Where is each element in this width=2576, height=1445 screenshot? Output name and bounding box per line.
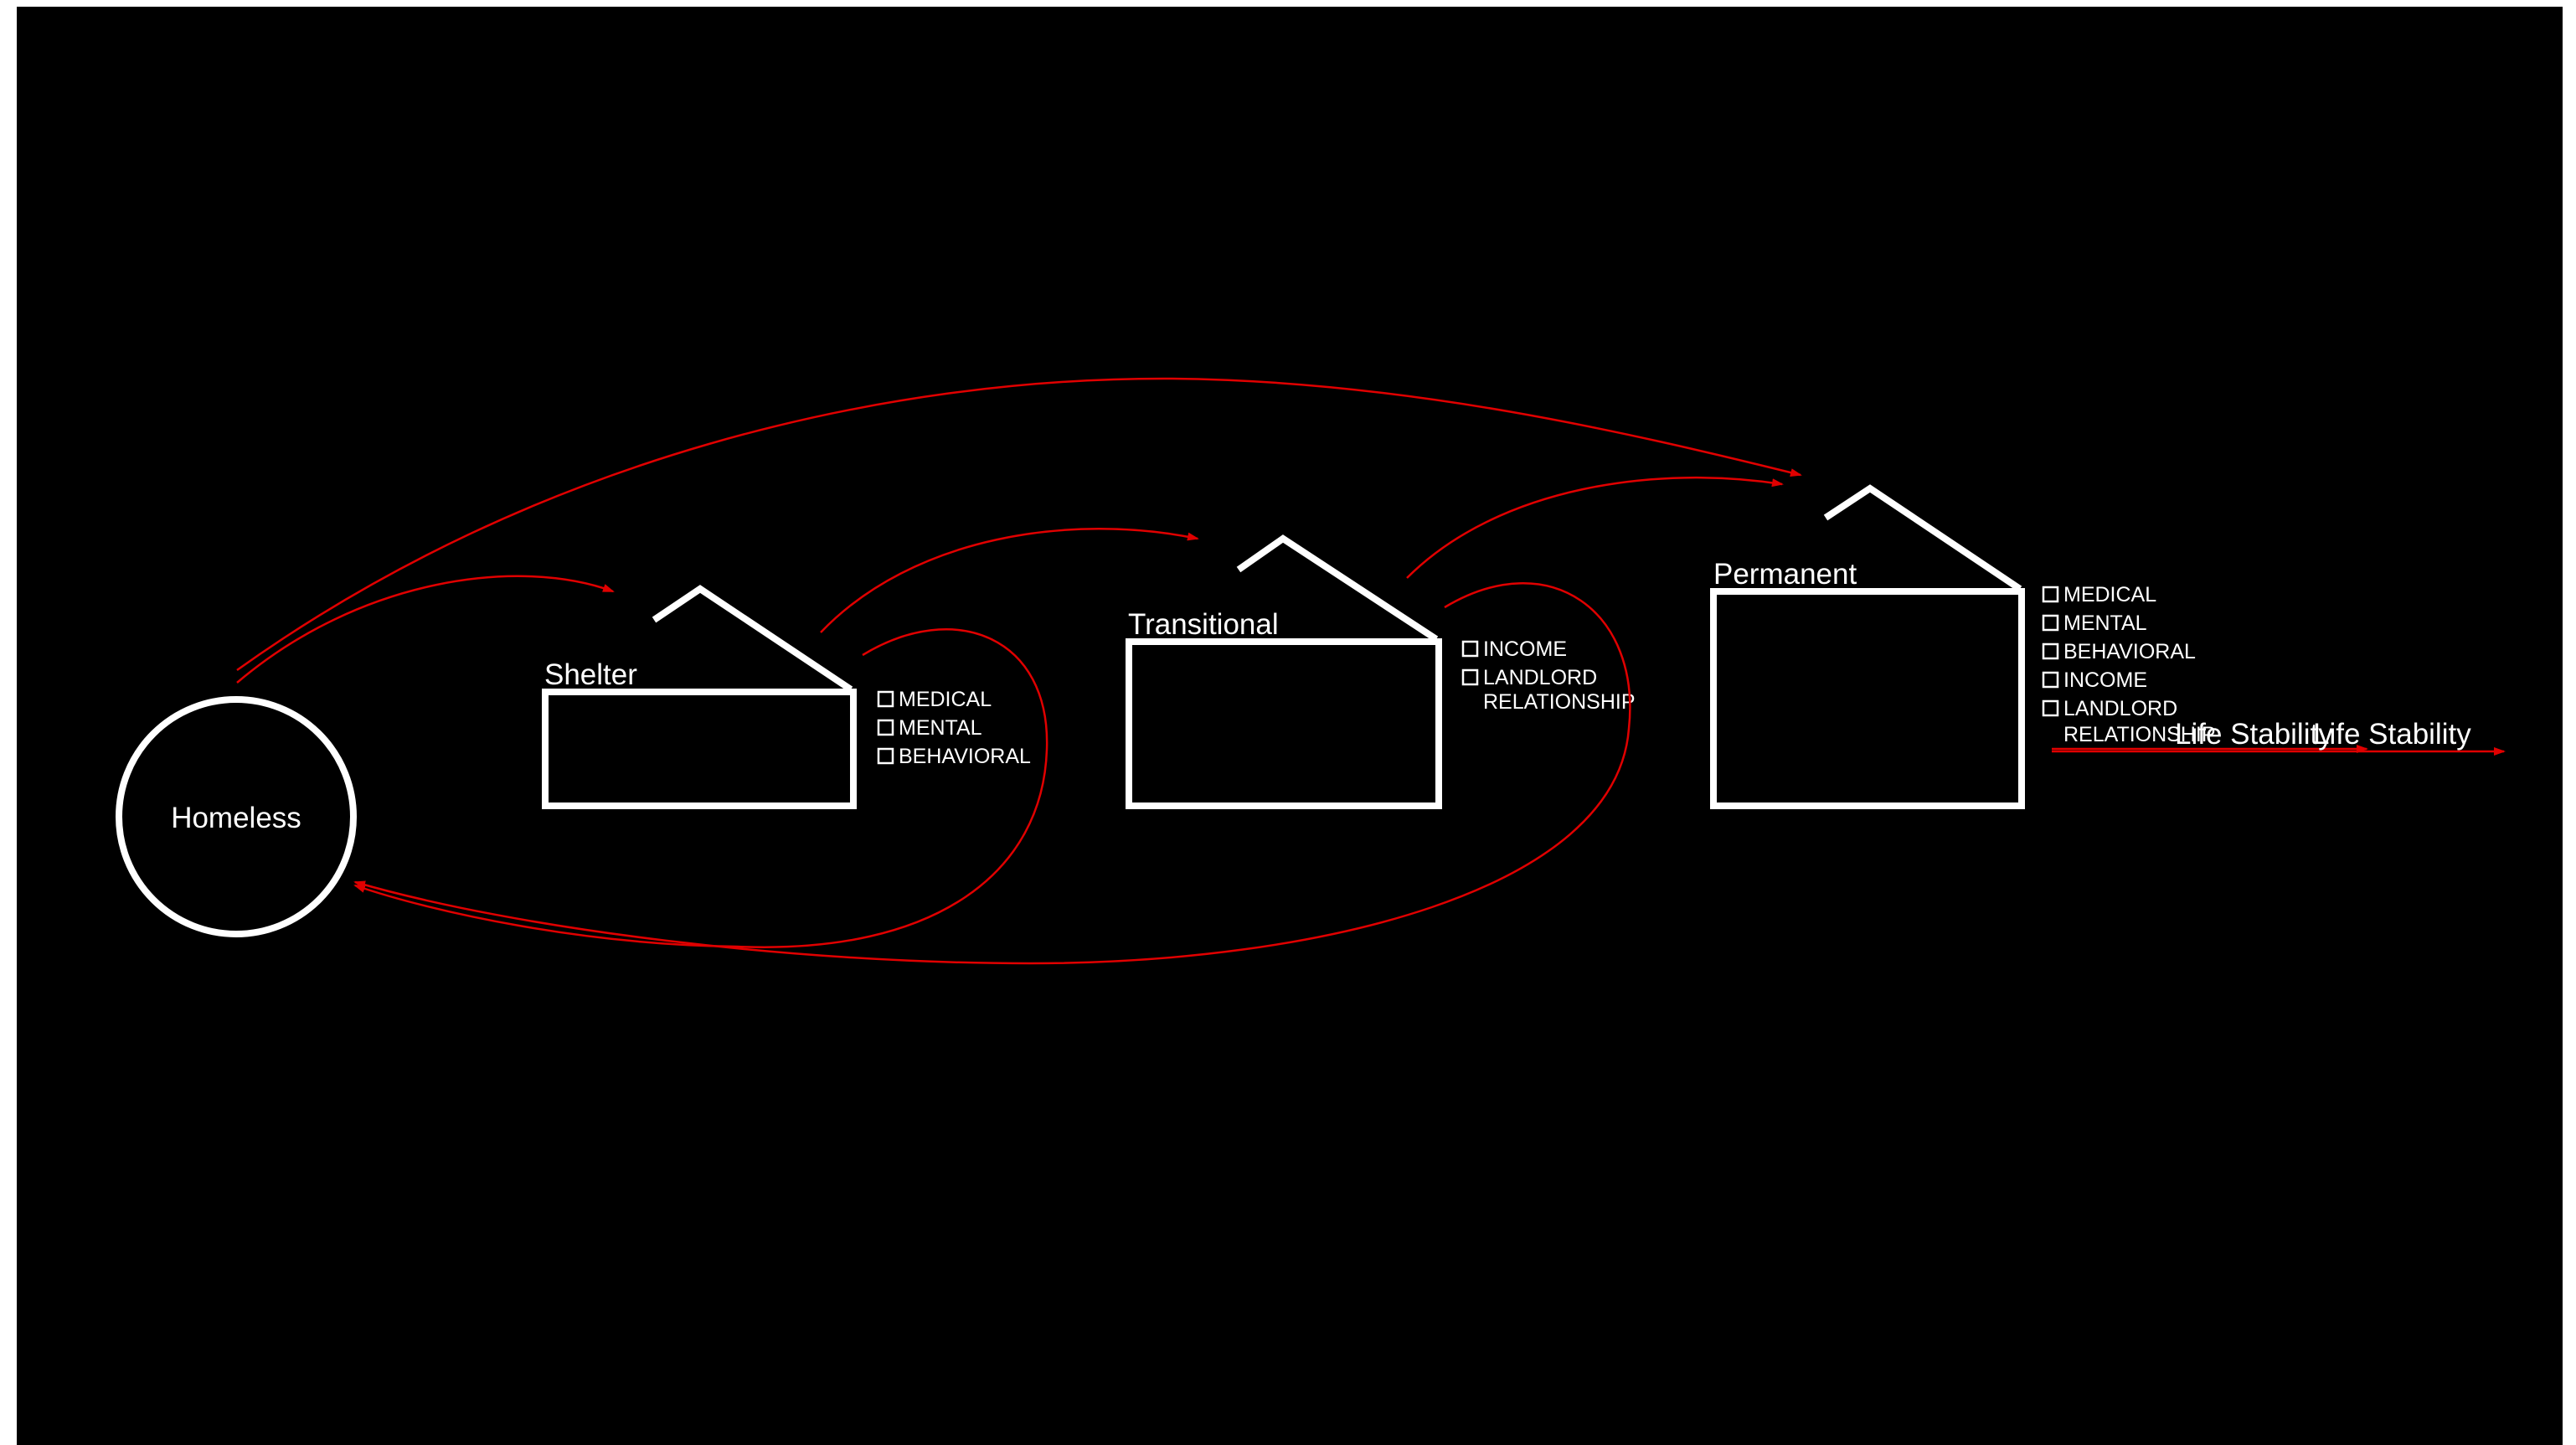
checklist-item: LANDLORD [1483,666,1597,689]
homeless-node [116,696,357,937]
checkbox-icon [877,690,894,708]
checklist-item: MEDICAL [2063,583,2156,606]
checklist-item: INCOME [1483,637,1567,661]
permanent-house-icon [1710,484,2025,809]
arrow-shelter-to-transitional [820,528,1199,633]
checklist-item: BEHAVIORAL [899,745,1031,768]
shelter-house-icon [542,585,857,809]
checklist-item-continued: RELATIONSHIP [1483,690,1636,714]
arrow-transitional-to-permanent [1406,476,1784,579]
checkbox-icon [877,747,894,765]
life-stability-label: Life Stability [2313,718,2471,751]
diagram-canvas: Homeless Shelter Transitional Permanent … [17,7,2563,1445]
checkbox-icon [2042,671,2059,689]
checklist-item-continued: RELATIONSHIP [2063,723,2216,746]
permanent-checklist: MEDICAL MENTAL BEHAVIORAL INCOME LANDLOR… [2042,583,2216,746]
transitional-house-icon [1126,534,1442,809]
arrow-homeless-to-permanent [236,377,1802,672]
shelter-label: Shelter [544,658,637,691]
checkbox-icon [2042,614,2059,632]
checklist-item: LANDLORD [2063,697,2177,720]
shelter-checklist: MEDICAL MENTAL BEHAVIORAL [877,688,1031,768]
homeless-label: Homeless [171,802,301,834]
arrow-transitional-return-to-homeless [353,582,1631,965]
checkbox-icon [2042,643,2059,660]
checklist-item: INCOME [2063,668,2147,692]
transitional-label: Transitional [1128,608,1279,641]
checklist-item: MEDICAL [899,688,992,711]
checkbox-icon [1461,640,1479,658]
life-stability-label: Life Stability [2175,718,2333,751]
transitional-checklist: INCOME LANDLORD RELATIONSHIP [1461,637,1636,714]
checkbox-icon [2042,699,2059,717]
checkbox-icon [1461,668,1479,686]
checklist-item: MENTAL [899,716,982,740]
arrow-shelter-return-to-homeless [353,628,1048,948]
checklist-item: MENTAL [2063,612,2147,635]
permanent-label: Permanent [1713,558,1857,591]
checkbox-icon [877,719,894,736]
arrow-homeless-to-shelter [236,575,615,684]
checklist-item: BEHAVIORAL [2063,640,2196,663]
checkbox-icon [2042,586,2059,603]
